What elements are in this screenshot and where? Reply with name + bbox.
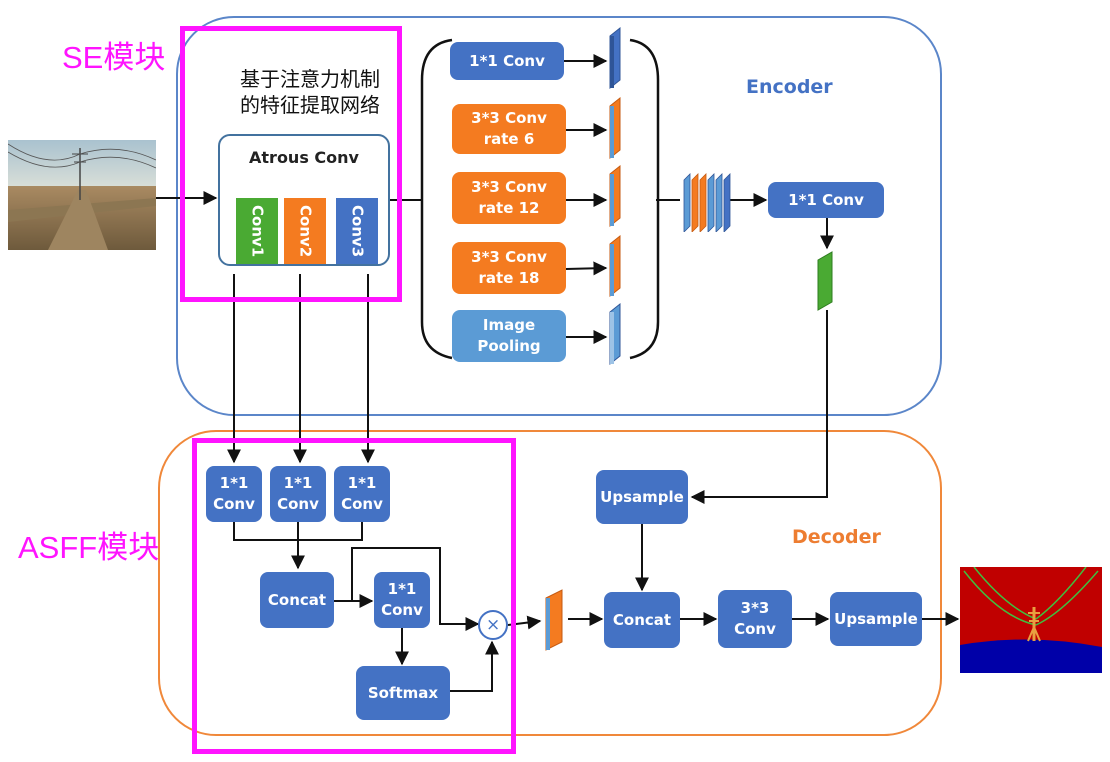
encoder-conv1x1: 1*1 Conv <box>768 182 884 218</box>
multiply-symbol: × <box>486 615 501 635</box>
encoder-output-map <box>817 251 833 311</box>
asff-conv1x1-weights: 1*1 Conv <box>374 572 430 628</box>
se-module-tag: SE模块 <box>62 40 166 75</box>
asff-conv1x1-2: 1*1 Conv <box>270 466 326 522</box>
feature-map-pooling <box>609 302 621 366</box>
feature-map-rate12 <box>609 164 621 228</box>
output-segmentation <box>960 567 1102 673</box>
decoder-concat: Concat <box>604 592 680 648</box>
asff-conv1x1-1: 1*1 Conv <box>206 466 262 522</box>
encoder-label: Encoder <box>746 76 833 98</box>
asff-module-frame <box>192 438 516 754</box>
conv2-label: Conv2 <box>296 204 315 258</box>
asff-concat: Concat <box>260 572 334 628</box>
asff-output-map <box>545 589 563 651</box>
atrous-conv-title: Atrous Conv <box>249 148 359 167</box>
decoder-upsample-top: Upsample <box>596 470 688 524</box>
conv2-branch: Conv2 <box>284 198 326 264</box>
feature-map-rate18 <box>609 234 621 298</box>
decoder-upsample-out: Upsample <box>830 592 922 646</box>
se-module-frame <box>180 26 402 302</box>
aspp-conv1x1: 1*1 Conv <box>450 42 564 80</box>
se-caption-line1: 基于注意力机制 <box>240 67 380 91</box>
aspp-feature-maps <box>609 26 621 366</box>
aspp-image-pooling: Image Pooling <box>452 310 566 362</box>
feature-map-1x1 <box>609 26 621 90</box>
conv3-label: Conv3 <box>348 204 367 258</box>
aspp-conv-rate12: 3*3 Conv rate 12 <box>452 172 566 224</box>
asff-softmax: Softmax <box>356 666 450 720</box>
conv1-branch: Conv1 <box>236 198 278 264</box>
conv3-branch: Conv3 <box>336 198 378 264</box>
decoder-label: Decoder <box>792 526 881 548</box>
aspp-conv-rate18: 3*3 Conv rate 18 <box>452 242 566 294</box>
se-caption-line2: 的特征提取网络 <box>240 93 380 117</box>
input-image <box>8 140 156 250</box>
se-caption: 基于注意力机制 的特征提取网络 <box>210 66 410 118</box>
concat-feature-stack <box>683 173 731 232</box>
multiply-node <box>478 610 508 640</box>
aspp-conv-rate6: 3*3 Conv rate 6 <box>452 104 566 154</box>
conv1-label: Conv1 <box>248 204 267 258</box>
decoder-conv3x3: 3*3 Conv <box>718 590 792 648</box>
feature-map-rate6 <box>609 96 621 160</box>
asff-module-tag: ASFF模块 <box>18 530 160 565</box>
decoder-region <box>158 430 942 736</box>
asff-conv1x1-3: 1*1 Conv <box>334 466 390 522</box>
encoder-region <box>176 16 942 416</box>
